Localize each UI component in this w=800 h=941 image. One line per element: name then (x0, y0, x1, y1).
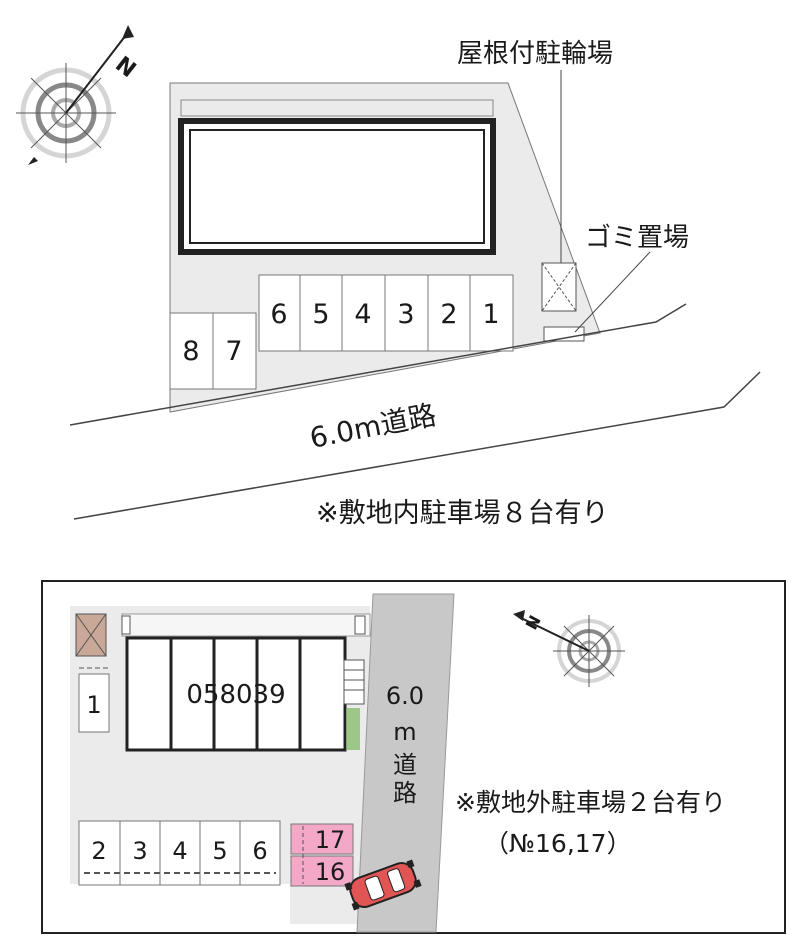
space-label-b5: 5 (212, 837, 227, 865)
space-label-7: 7 (225, 336, 242, 367)
parking-note-bottom: ※敷地外駐車場２台有り (455, 788, 726, 817)
map-top: N 6 5 4 3 2 1 8 7 (16, 25, 761, 529)
bicycle-parking-label: 屋根付駐輪場 (457, 39, 613, 69)
road-bottom (356, 593, 455, 933)
road-label-b-2: m (393, 718, 416, 746)
road-label-top: 6.0m道路 (307, 398, 439, 455)
building-bottom (121, 615, 366, 752)
parking-space-3 (384, 274, 429, 352)
parking-space-b5 (199, 820, 241, 886)
parking-note-top: ※敷地内駐車場８台有り (316, 498, 609, 529)
parking-space-2 (427, 274, 471, 352)
space-label-3: 3 (397, 299, 414, 330)
parking-space-7 (212, 312, 257, 390)
space-label-4: 4 (354, 299, 371, 330)
space-label-b1: 1 (86, 691, 101, 719)
parking-space-1 (469, 274, 514, 352)
parking-row-top: 6 5 4 3 2 1 (258, 274, 514, 352)
space-label-5: 5 (312, 299, 329, 330)
parking-space-5 (299, 274, 343, 352)
parking-space-17 (290, 823, 354, 855)
parking-space-b6 (239, 820, 281, 886)
parking-space-b3 (119, 820, 161, 886)
offsite-parking: 17 16 (290, 823, 354, 887)
building-top (178, 118, 496, 255)
compass-top: N (16, 25, 140, 165)
space-label-2: 2 (440, 299, 457, 330)
space-label-1: 1 (482, 299, 499, 330)
road-label-b-3: 道 (393, 751, 417, 779)
space-label-b4: 4 (172, 837, 187, 865)
space-label-b2: 2 (91, 837, 106, 865)
trash-area (543, 251, 651, 342)
road-label-b-1: 6.0 (386, 682, 424, 710)
parking-space-16 (290, 855, 354, 887)
map-bottom: 1 058039 2 3 4 (41, 580, 786, 934)
parking-space-6 (258, 274, 301, 352)
parking-note-sub: （№16,17） (484, 829, 632, 858)
space-label-16: 16 (315, 858, 346, 886)
road-label-b-4: 路 (393, 779, 417, 807)
space-label-17: 17 (315, 826, 346, 854)
space-label-8: 8 (182, 336, 199, 367)
building-id: 058039 (186, 680, 285, 710)
space-label-b6: 6 (252, 837, 267, 865)
compass-bottom: N (513, 610, 625, 687)
parking-space-4 (341, 274, 386, 352)
bicycle-parking (541, 70, 577, 312)
road-top (69, 303, 761, 520)
parking-row-bottom: 2 3 4 5 6 (78, 820, 281, 886)
space-label-b3: 3 (132, 837, 147, 865)
north-label-top: N (110, 52, 140, 83)
car-icon (344, 859, 422, 911)
parking-space-b1 (78, 673, 110, 733)
space-label-6: 6 (270, 299, 287, 330)
trash-area-label: ゴミ置場 (585, 223, 689, 253)
